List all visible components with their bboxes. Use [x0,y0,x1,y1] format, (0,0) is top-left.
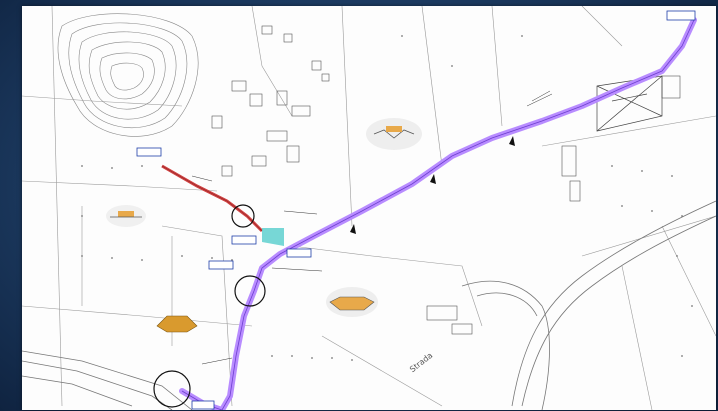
junction-circle-south [153,370,191,408]
section-detail-south [326,287,378,317]
road-curves [22,200,716,410]
junction-circle-north [231,204,255,228]
teal-area [262,228,284,246]
section-detail-west [106,205,146,227]
purple-route [179,17,697,410]
section-detail-gold [156,315,198,333]
contour-lines [57,13,199,137]
section-detail-north [366,118,422,150]
label-boxes [136,10,696,410]
parcel-lines [22,6,716,410]
building-footprints [211,25,681,335]
junction-circle-middle [234,275,266,307]
annotation-ticks [191,90,553,365]
map-sheet: Strada [22,6,716,410]
red-road-segment [161,164,264,233]
arrow-symbols [350,136,515,234]
circle-markers [153,204,266,408]
site-plan-map [22,6,716,410]
